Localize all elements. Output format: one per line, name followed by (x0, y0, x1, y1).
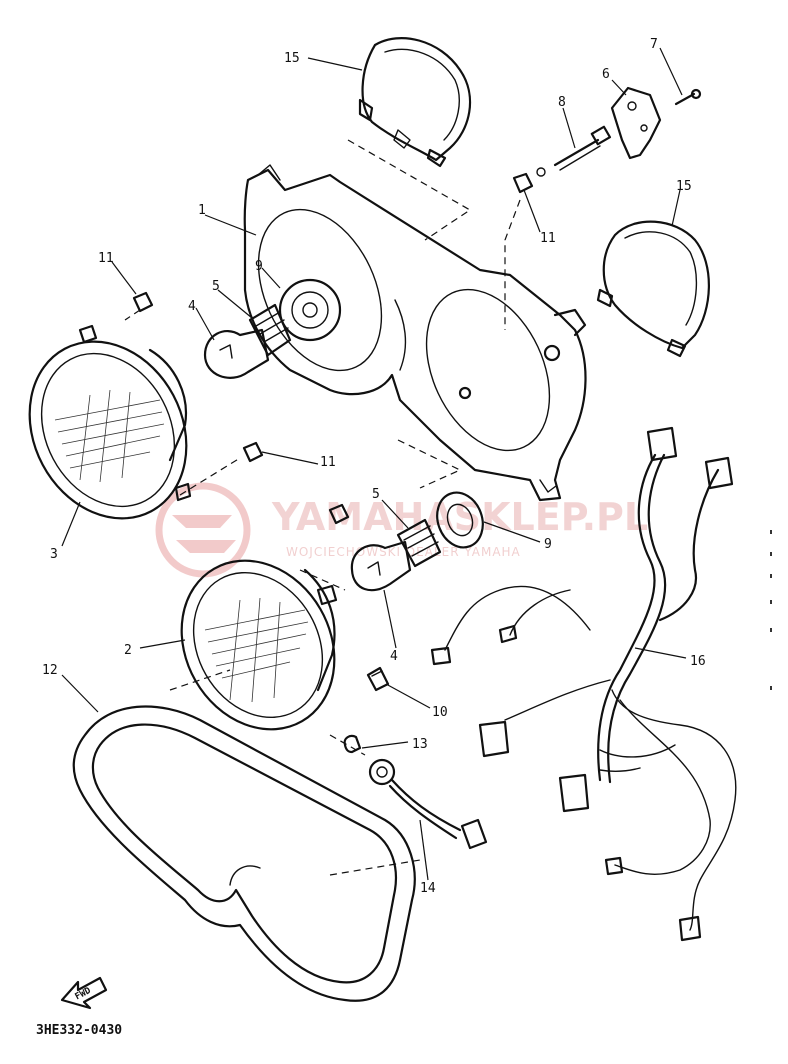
callout-4-upper: 4 (188, 299, 196, 314)
part-5-socket-upper (248, 303, 292, 357)
edge-specks (770, 530, 772, 690)
callout-4-lower: 4 (390, 649, 398, 664)
callout-8: 8 (558, 95, 566, 110)
callout-13: 13 (412, 737, 428, 752)
fwd-arrow: FWD (60, 976, 108, 1010)
part-5-socket-lower (396, 518, 442, 568)
callout-6: 6 (602, 67, 610, 82)
watermark-subtitle: WOJCIECHOWSKI DEALER YAMAHA (286, 545, 521, 559)
callout-12: 12 (42, 663, 58, 678)
part-11-nut-left (132, 291, 154, 313)
part-11-nut-upper (512, 172, 534, 194)
callout-labels: 15 7 6 8 15 11 1 11 9 5 4 3 11 5 9 4 2 1… (42, 37, 706, 896)
callout-9-lower: 9 (544, 537, 552, 552)
part-6-bracket (610, 86, 662, 160)
callout-1: 1 (198, 203, 206, 218)
part-9-socket-lower (436, 491, 484, 549)
callout-3: 3 (50, 547, 58, 562)
part-13-bulb (343, 734, 362, 754)
callout-15-upper: 15 (284, 51, 300, 66)
callout-11-left: 11 (98, 251, 114, 266)
callout-14: 14 (420, 881, 436, 896)
callout-10: 10 (432, 705, 448, 720)
drawing-code: 3HE332-0430 (36, 1023, 122, 1038)
part-3-headlight-unit (28, 324, 192, 520)
callout-9-upper: 9 (255, 259, 263, 274)
part-8-adjust-bolt (536, 125, 612, 177)
part-16-wire-harness (430, 426, 737, 942)
part-15-right-cover (596, 220, 710, 358)
callout-16: 16 (690, 654, 706, 669)
part-9-socket-upper (278, 278, 342, 342)
assembly-dashed-lines (124, 139, 521, 876)
part-11-nut-lower (328, 503, 350, 525)
callout-2: 2 (124, 643, 132, 658)
watermark-logo (155, 482, 251, 578)
part-14-socket-cord (368, 758, 488, 850)
part-4-bulb-lower (350, 540, 412, 592)
callout-7: 7 (650, 37, 658, 52)
part-12-cowl-frame (72, 705, 416, 1002)
callout-15-right: 15 (676, 179, 692, 194)
callout-11-center: 11 (320, 455, 336, 470)
callout-5-lower: 5 (372, 487, 380, 502)
callout-5-upper: 5 (212, 279, 220, 294)
callout-11-upper: 11 (540, 231, 556, 246)
part-1-housing (243, 164, 587, 502)
fwd-label: FWD (74, 986, 94, 1003)
part-7-screw (674, 88, 702, 106)
part-11-nut-center (242, 441, 264, 463)
part-10-clip (366, 666, 390, 692)
watermark-title: YAMAHASKLEP.PL (271, 495, 648, 539)
part-15-upper-cover (358, 37, 472, 168)
leader-lines (61, 47, 687, 881)
